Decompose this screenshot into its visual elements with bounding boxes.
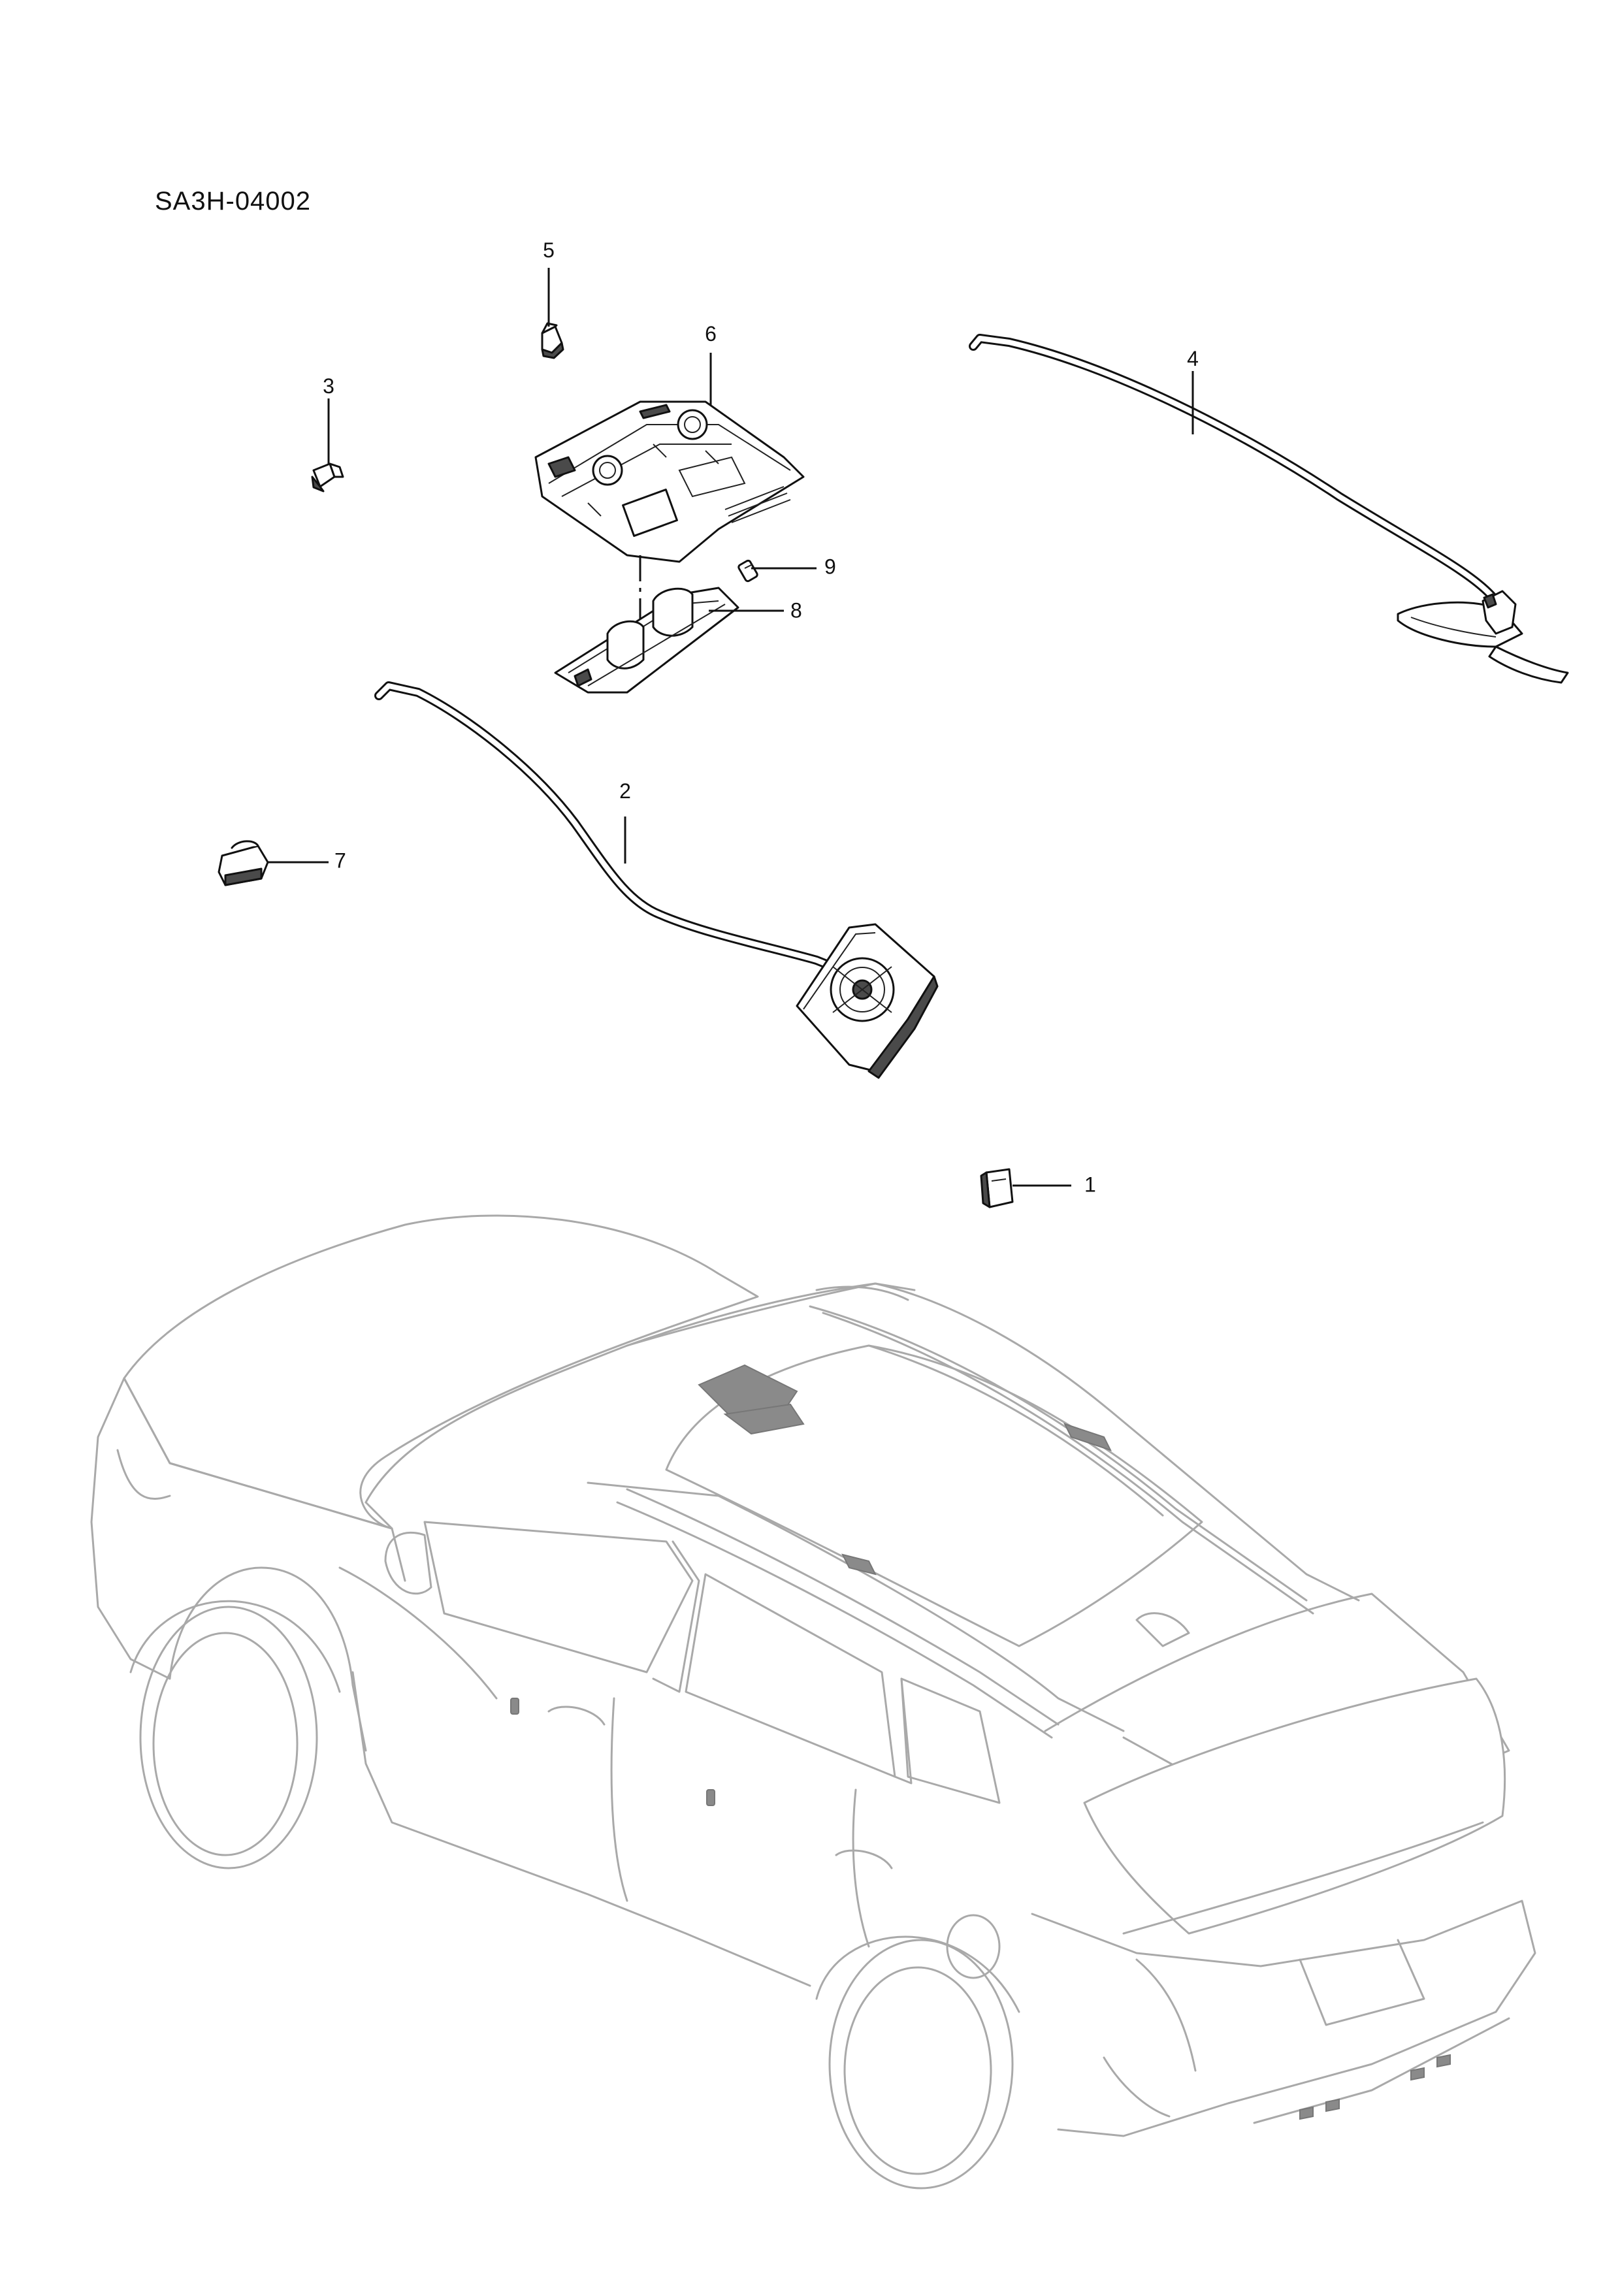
part-7-lamp [218, 840, 269, 886]
callout-4: 4 [1187, 347, 1199, 370]
part-4-harness [969, 334, 1569, 684]
callouts: 1 2 3 4 5 6 7 8 9 [323, 238, 1199, 1196]
callout-3: 3 [323, 374, 334, 398]
part-3-connector [311, 462, 344, 493]
part-2-harness [374, 681, 939, 1079]
part-9-bulb [737, 559, 758, 583]
callout-1: 1 [1084, 1172, 1096, 1196]
part-8-lamp-lens [554, 587, 739, 694]
callout-6: 6 [705, 322, 717, 346]
part-5-switch [541, 322, 564, 359]
diagram-code: SA3H-04002 [155, 187, 312, 216]
leader-lines [268, 268, 1194, 1187]
callout-2: 2 [619, 779, 631, 803]
callout-9: 9 [824, 555, 836, 578]
part-1-switch [980, 1168, 1014, 1208]
callout-5: 5 [543, 238, 555, 262]
vehicle-outline [90, 1214, 1536, 2190]
callout-8: 8 [790, 598, 802, 622]
part-6-overhead-console [534, 400, 805, 563]
callout-7: 7 [334, 849, 346, 872]
